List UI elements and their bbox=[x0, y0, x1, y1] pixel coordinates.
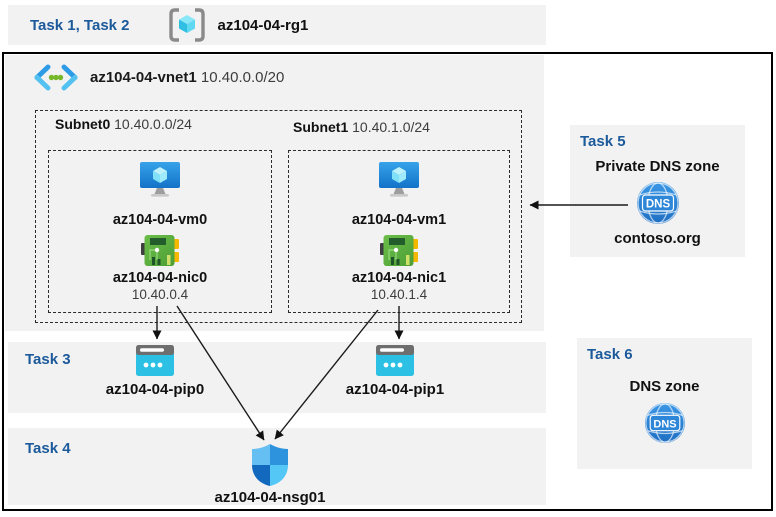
dns-icon-text: DNS bbox=[653, 418, 676, 430]
network-interface-icon bbox=[380, 233, 418, 268]
nsg-group: az104-04-nsg01 bbox=[195, 443, 345, 506]
resource-group-icon bbox=[168, 8, 206, 42]
pip1-label: az104-04-pip1 bbox=[345, 381, 445, 398]
task1-task2-band: Task 1, Task 2 az104-04-rg1 bbox=[8, 5, 546, 45]
nic0-label: az104-04-nic0 bbox=[112, 270, 208, 286]
subnet0-name: Subnet0 bbox=[55, 116, 111, 132]
network-interface-icon bbox=[141, 233, 179, 268]
nic0-ip: 10.40.0.4 bbox=[131, 287, 189, 302]
resource-group-name: az104-04-rg1 bbox=[217, 16, 309, 34]
pip0-label: az104-04-pip0 bbox=[105, 381, 205, 398]
vm0-label: az104-04-vm0 bbox=[112, 212, 208, 228]
task3-label: Task 3 bbox=[25, 351, 71, 368]
vnet-header: az104-04-vnet1 10.40.0.0/20 bbox=[32, 64, 284, 91]
public-ip-icon bbox=[136, 345, 174, 376]
private-dns-icon: DNS bbox=[636, 181, 680, 225]
virtual-network-icon bbox=[32, 64, 80, 91]
subnet0-cidr: 10.40.0.0/24 bbox=[114, 116, 192, 132]
dns-zone-title: DNS zone bbox=[629, 378, 700, 395]
vnet-area bbox=[5, 55, 544, 331]
nsg-label: az104-04-nsg01 bbox=[214, 489, 326, 506]
dns-icon: DNS bbox=[644, 402, 686, 444]
nic1-label: az104-04-nic1 bbox=[351, 270, 447, 286]
public-ip-icon bbox=[376, 345, 414, 376]
virtual-machine-icon bbox=[378, 161, 420, 199]
private-dns-zone-name: contoso.org bbox=[614, 230, 701, 247]
vm1-label: az104-04-vm1 bbox=[351, 212, 447, 228]
dns-icon-text: DNS bbox=[645, 199, 670, 211]
task5-label: Task 5 bbox=[580, 133, 626, 150]
subnet0-header: Subnet0 10.40.0.0/24 bbox=[55, 116, 192, 132]
task6-label: Task 6 bbox=[587, 346, 633, 363]
nic1-ip: 10.40.1.4 bbox=[370, 287, 428, 302]
task1-task2-label: Task 1, Task 2 bbox=[30, 16, 130, 34]
vnet-name: az104-04-vnet1 bbox=[90, 69, 197, 86]
subnet1-cidr: 10.40.1.0/24 bbox=[352, 119, 430, 135]
pip0-group: az104-04-pip0 bbox=[90, 345, 220, 398]
task3-band: Task 3 bbox=[8, 342, 546, 413]
pip1-group: az104-04-pip1 bbox=[330, 345, 460, 398]
virtual-machine-icon bbox=[139, 161, 181, 199]
subnet1-name: Subnet1 bbox=[293, 119, 349, 135]
subnet0-box: az104-04-vm0 az104-04-nic0 10.40.0.4 bbox=[48, 150, 272, 313]
vnet-title: az104-04-vnet1 10.40.0.0/20 bbox=[90, 69, 284, 86]
private-dns-zone-title: Private DNS zone bbox=[595, 158, 720, 175]
subnet1-header: Subnet1 10.40.1.0/24 bbox=[293, 119, 430, 135]
network-security-group-icon bbox=[250, 443, 290, 487]
task5-box: Task 5 Private DNS zone DNS bbox=[570, 125, 745, 257]
task6-box: Task 6 DNS zone DNS bbox=[577, 338, 752, 469]
subnet1-box: az104-04-vm1 az104-04-nic1 10.40.1.4 bbox=[288, 150, 510, 313]
task4-label: Task 4 bbox=[25, 440, 71, 457]
vnet-cidr: 10.40.0.0/20 bbox=[200, 69, 285, 86]
